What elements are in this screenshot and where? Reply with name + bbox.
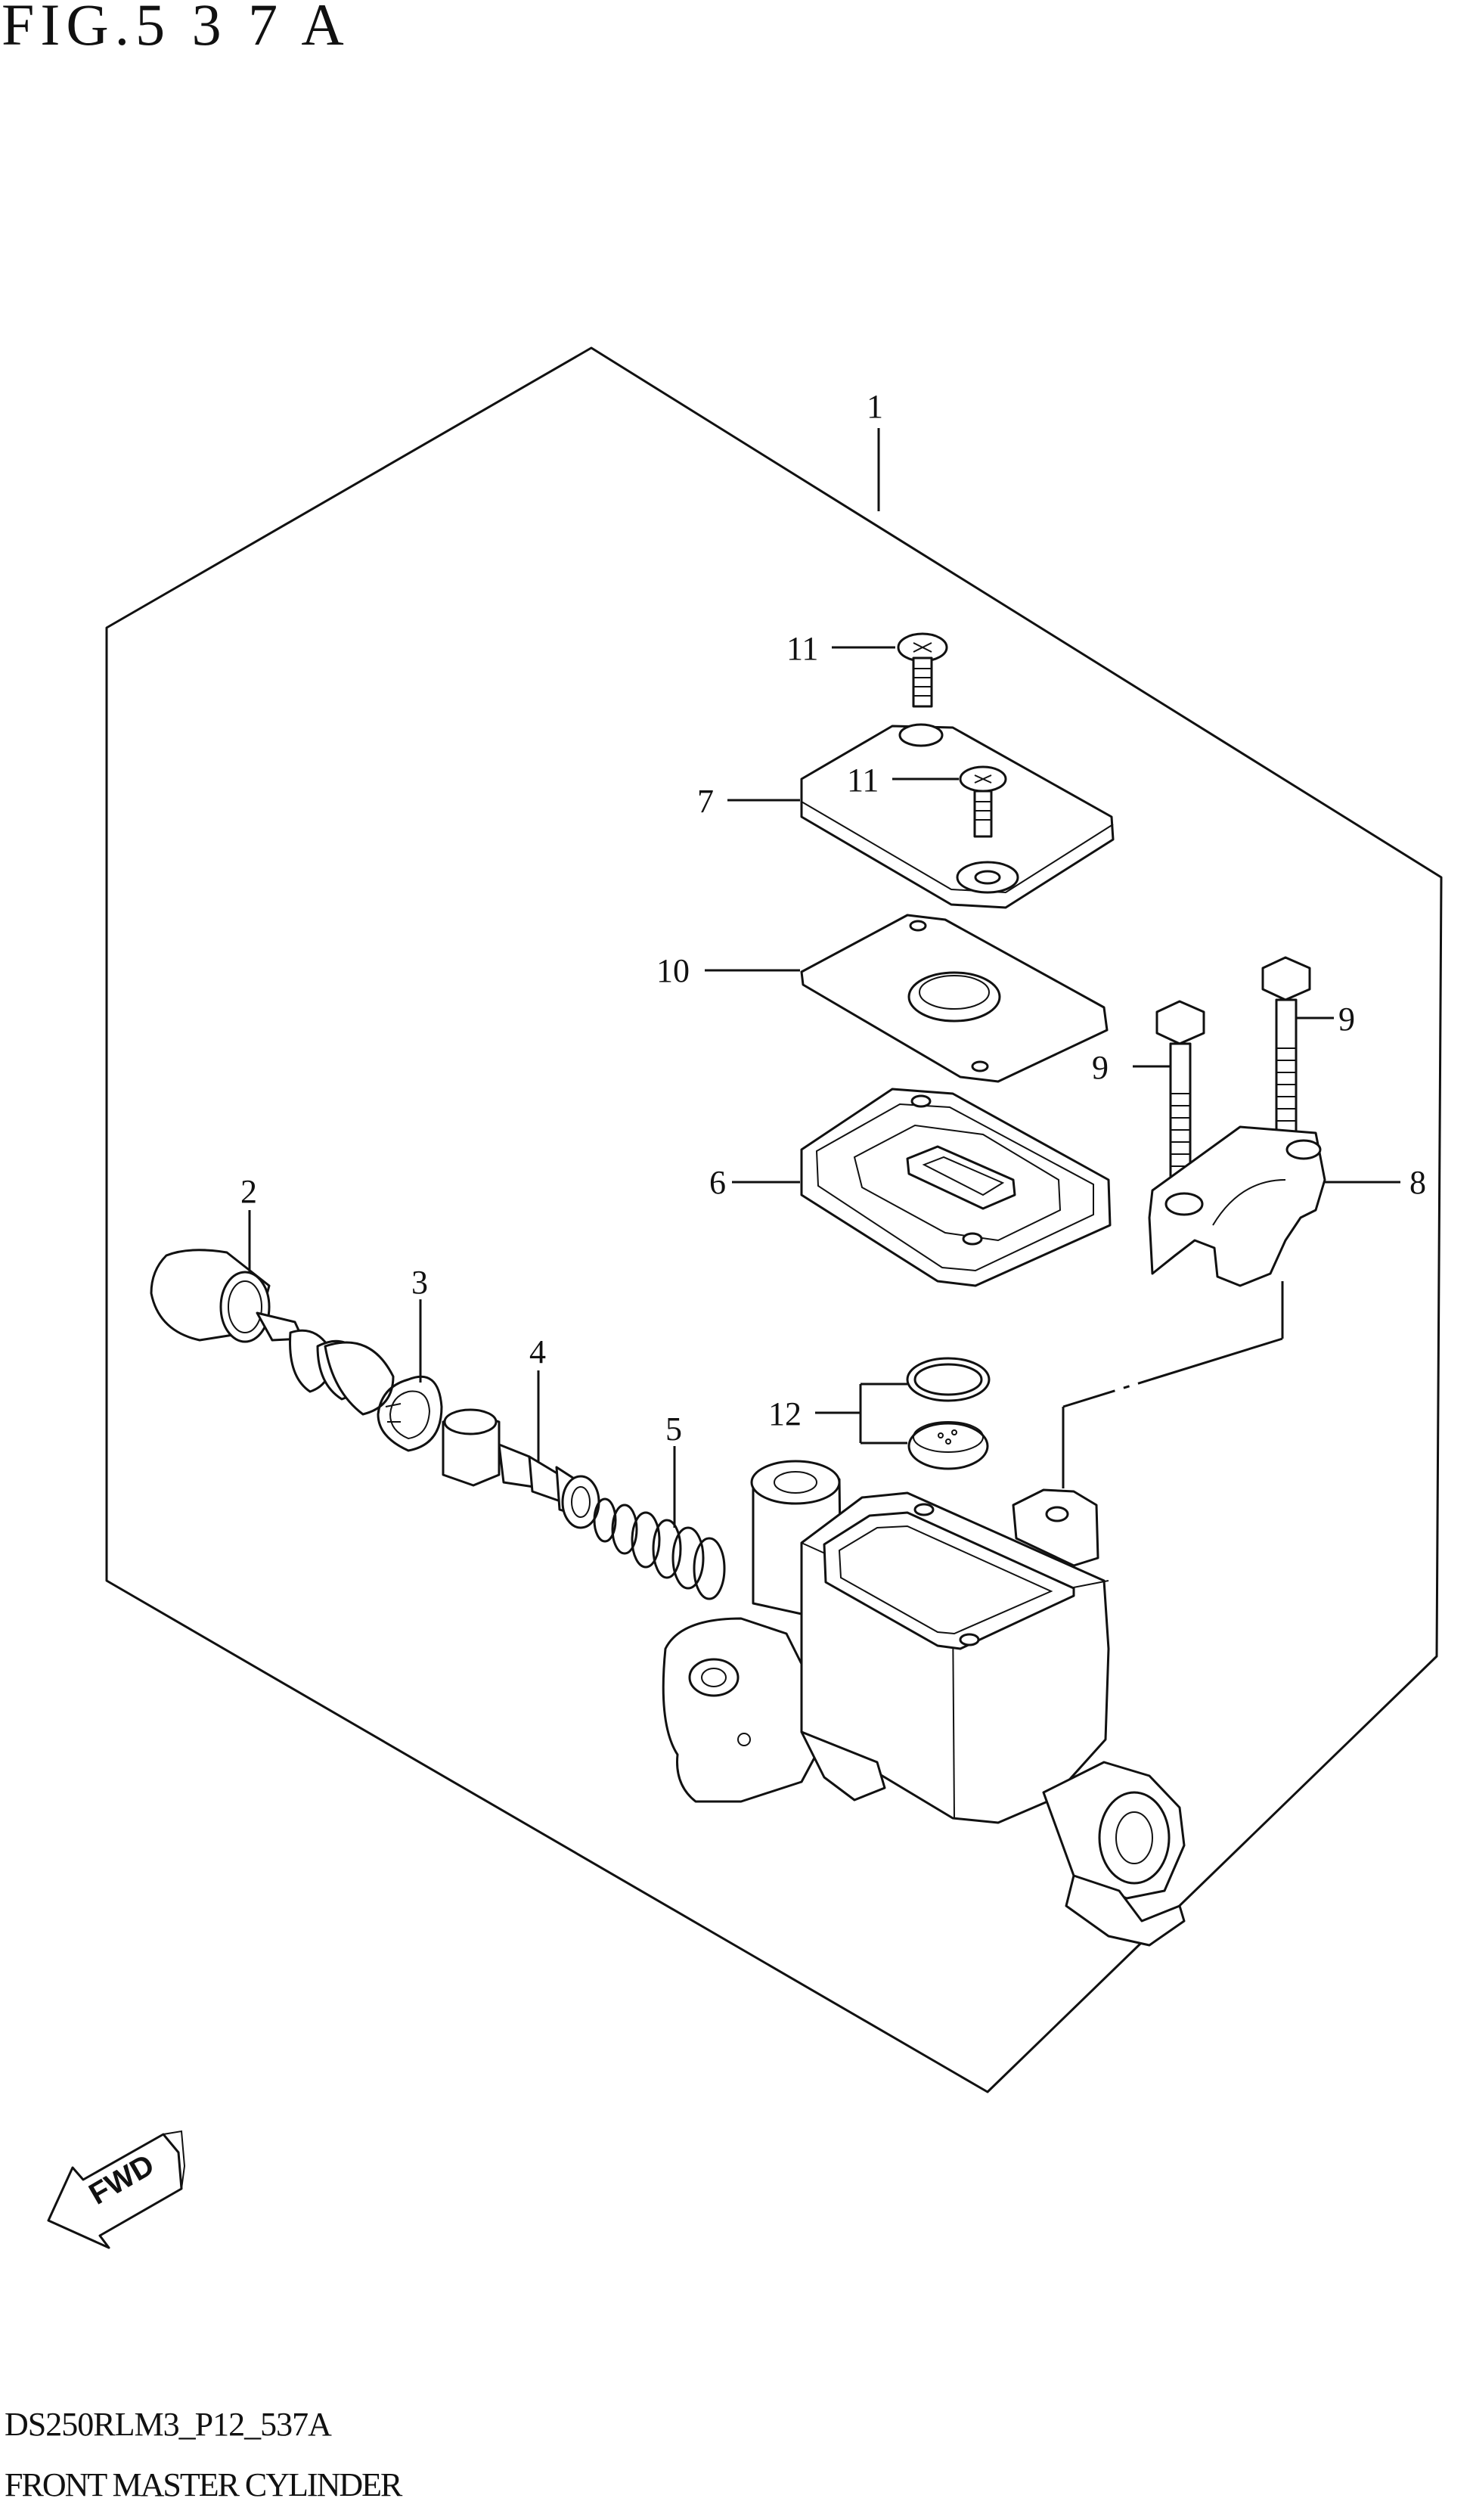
part-reservoir-gasket bbox=[800, 1088, 1112, 1287]
callout-8: 8 bbox=[1409, 1164, 1426, 1201]
callout-3: 3 bbox=[411, 1264, 428, 1301]
part-retaining-circlip bbox=[377, 1375, 443, 1452]
leader-lines bbox=[248, 428, 1400, 1528]
assembly-name: FRONT MASTER CYLINDER bbox=[5, 2466, 402, 2503]
callout-2: 2 bbox=[240, 1173, 257, 1210]
part-master-cylinder-body bbox=[662, 1460, 1186, 1947]
drawing-code: DS250RLM3_P12_537A bbox=[5, 2406, 332, 2443]
part-diaphragm-plate bbox=[800, 914, 1109, 1083]
part-secondary-piston bbox=[442, 1408, 600, 1529]
callout-11-inner: 11 bbox=[847, 762, 879, 799]
callout-4: 4 bbox=[529, 1333, 546, 1370]
part-piston-cup bbox=[150, 1249, 395, 1416]
callout-6: 6 bbox=[709, 1164, 726, 1201]
callout-10: 10 bbox=[656, 952, 690, 989]
part-handlebar-clamp bbox=[1148, 1125, 1326, 1287]
part-screw-upper bbox=[897, 632, 948, 708]
callout-9-right: 9 bbox=[1338, 1001, 1355, 1038]
callout-9-left: 9 bbox=[1092, 1049, 1109, 1086]
callout-1: 1 bbox=[867, 388, 883, 425]
callout-labels: 1 2 3 4 5 6 7 8 9 9 10 11 11 12 bbox=[240, 388, 1426, 1448]
assembly-boundary bbox=[105, 346, 1443, 2093]
callout-7: 7 bbox=[697, 783, 714, 820]
callout-12: 12 bbox=[768, 1395, 802, 1432]
part-reservoir-cap bbox=[800, 723, 1115, 909]
part-circlip-and-diaphragm bbox=[906, 1357, 991, 1470]
part-return-spring bbox=[593, 1497, 726, 1600]
part-clamp-bolt-right bbox=[1261, 956, 1311, 1150]
part-clamp-bolt-left bbox=[1155, 1000, 1205, 1193]
fwd-arrow-icon: FWD bbox=[47, 2130, 186, 2249]
figure-title: FIG.5 3 7 A bbox=[2, 0, 350, 57]
callout-11-upper: 11 bbox=[786, 630, 818, 667]
callout-5: 5 bbox=[665, 1411, 682, 1448]
